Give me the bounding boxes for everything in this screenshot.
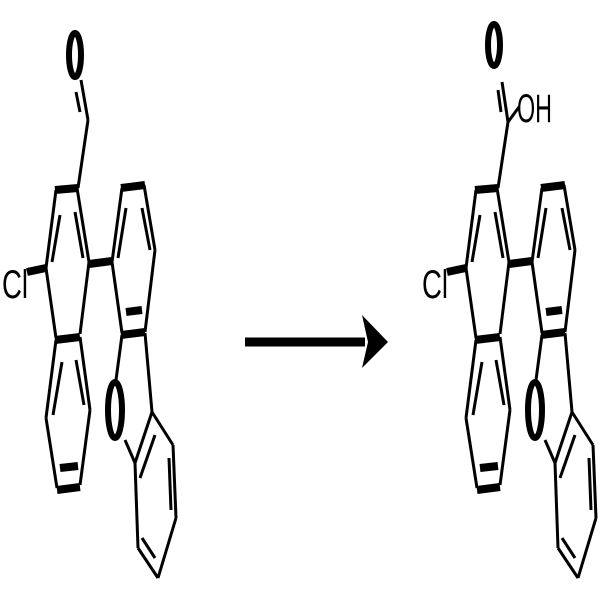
chlorine-label-reactant: Cl xyxy=(2,263,28,307)
carbonyl-oxygen-product xyxy=(485,21,503,69)
reaction-arrow xyxy=(245,315,388,368)
reactant-molecule: Cl xyxy=(2,30,176,578)
hydroxyl-label-product: OH xyxy=(517,87,552,131)
chlorine-label-product: Cl xyxy=(422,263,448,307)
furan-oxygen-product xyxy=(525,379,545,441)
carbonyl-oxygen-reactant xyxy=(66,30,84,80)
product-molecule: OH Cl xyxy=(422,21,596,578)
furan-oxygen-reactant xyxy=(105,379,125,441)
